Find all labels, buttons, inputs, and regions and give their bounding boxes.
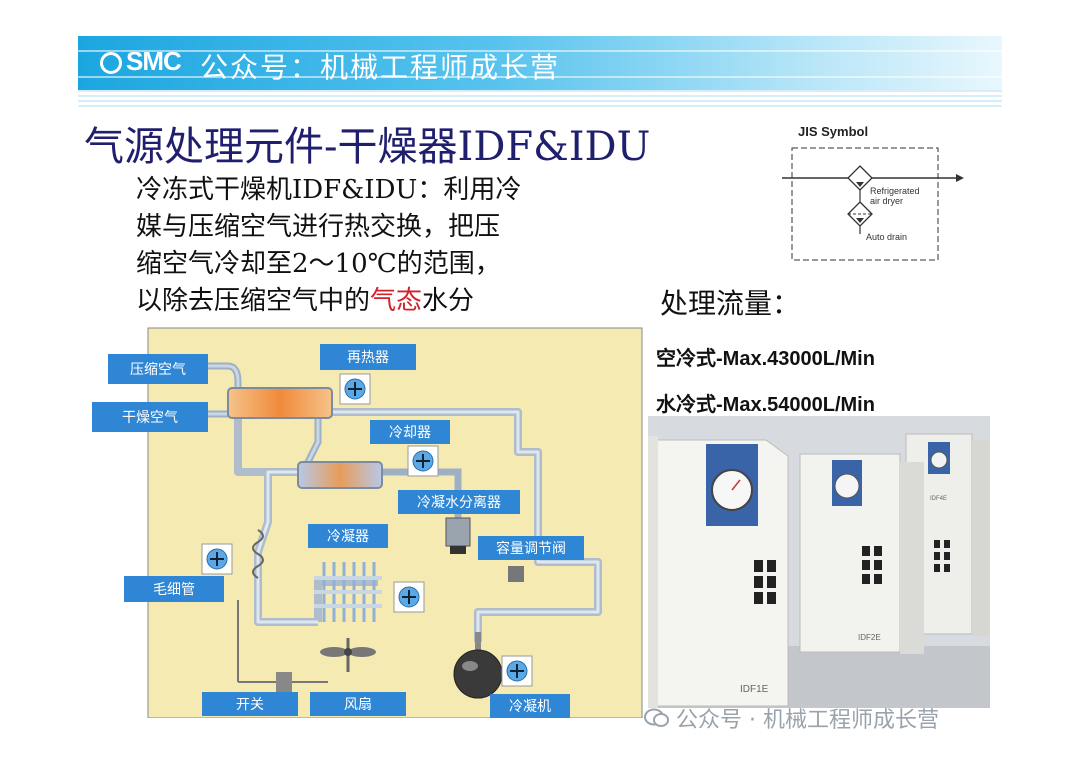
flow-air: 空冷式-Max.43000L/Min (656, 348, 875, 370)
label-capillary: 毛细管 (153, 582, 195, 598)
compressor-body (453, 649, 503, 699)
unit-label: IDF1E (740, 684, 769, 695)
label-box (310, 692, 406, 716)
description: 冷冻式干燥机IDF&IDU：利用冷 媒与压缩空气进行热交换，把压 缩空气冷却至2… (136, 172, 606, 320)
label-switch: 开关 (236, 697, 264, 713)
jis-label: Refrigerated (870, 186, 920, 196)
label-box (490, 694, 570, 718)
triangle-icon (856, 218, 864, 223)
dryer-photo: IDF4E IDF2E IDF1E (648, 416, 990, 708)
watermark: 公众号 · 机械工程师成长营 (644, 702, 939, 734)
watermark-text: 公众号 · 机械工程师成长营 (676, 708, 939, 733)
dryer-unit-front: IDF1E (648, 436, 789, 708)
logo-ring-icon (100, 52, 122, 74)
header-banner: SMC 公众号：机械工程师成长营 (78, 36, 1002, 90)
plus-icon (501, 655, 533, 687)
fan-icon (320, 638, 376, 672)
dryer-diagram: 压缩空气 再热器 干燥空气 冷却器 冷凝水分离器 冷凝器 容量调节阀 毛细管 开… (92, 327, 643, 718)
header-title: 公众号：机械工程师成长营 (200, 51, 561, 84)
dryer-unit-middle: IDF2E (799, 453, 924, 654)
label-compressed-air: 压缩空气 (130, 362, 186, 378)
label-box (92, 402, 208, 432)
plus-icon (407, 445, 439, 477)
label-condenser: 冷凝器 (327, 529, 369, 545)
header-line (78, 76, 1002, 78)
slide-title: 气源处理元件-干燥器IDF&IDU (84, 124, 651, 170)
label-box (124, 576, 224, 602)
label-box (320, 344, 416, 370)
label-compressor: 冷凝机 (509, 699, 551, 715)
plus-icon (393, 581, 425, 613)
flow-label: 处理流量： (660, 287, 801, 320)
label-separator: 冷凝水分离器 (417, 494, 501, 511)
plus-icon (201, 543, 233, 575)
compressor-shine (462, 661, 478, 671)
reheater-exchanger (227, 387, 333, 419)
diagram-labels: 压缩空气 再热器 干燥空气 冷却器 冷凝水分离器 冷凝器 容量调节阀 毛细管 开… (92, 344, 584, 718)
label-fan: 风扇 (344, 697, 372, 713)
switch-block (276, 672, 292, 692)
label-dry-air: 干燥空气 (122, 410, 178, 426)
jis-label: Auto drain (866, 232, 907, 242)
chat-bubble-icon (644, 708, 669, 727)
label-capacity-valve: 容量调节阀 (496, 540, 566, 557)
unit-label: IDF2E (858, 633, 881, 642)
smc-logo: SMC (100, 46, 182, 77)
desc-text: 水分 (422, 286, 475, 316)
plus-icons (201, 373, 533, 687)
desc-line-1: 冷冻式干燥机IDF&IDU：利用冷 (136, 175, 522, 205)
arrow-icon (956, 174, 964, 182)
desc-highlight: 气态 (370, 286, 423, 316)
desc-line-4: 以除去压缩空气中的气态水分 (136, 283, 606, 320)
cooler-exchanger (297, 461, 383, 489)
logo-text: SMC (126, 46, 182, 76)
diagram-background (147, 327, 643, 718)
jis-label: air dryer (870, 196, 903, 206)
jis-frame (791, 147, 939, 261)
label-box (202, 692, 298, 716)
label-box (108, 354, 208, 384)
unit-label: IDF4E (930, 496, 947, 502)
flow-water: 水冷式-Max.54000L/Min (656, 394, 875, 416)
label-box (478, 536, 584, 560)
plus-icon (339, 373, 371, 405)
header-line (78, 50, 1002, 52)
desc-line-3: 缩空气冷却至2～10℃的范围， (136, 249, 501, 279)
jis-title: JIS Symbol (798, 124, 868, 139)
desc-text: 以除去压缩空气中的 (136, 286, 371, 316)
separator-body (445, 517, 471, 547)
desc-line-2: 媒与压缩空气进行热交换，把压 (136, 212, 501, 242)
jis-symbol: JIS Symbol Refrigerated air dryer Auto d… (782, 124, 964, 261)
triangle-icon (856, 182, 864, 187)
label-box (398, 490, 520, 514)
separator-drain (450, 546, 466, 554)
air-pipes-inner (208, 364, 320, 463)
label-box (308, 524, 388, 548)
capillary-coil (252, 529, 264, 579)
label-box (370, 420, 450, 444)
label-reheater: 再热器 (347, 350, 389, 366)
condenser-fins (314, 576, 382, 608)
label-cooler: 冷却器 (389, 425, 431, 441)
header-stripes (78, 90, 1002, 108)
valve-block (508, 566, 524, 582)
